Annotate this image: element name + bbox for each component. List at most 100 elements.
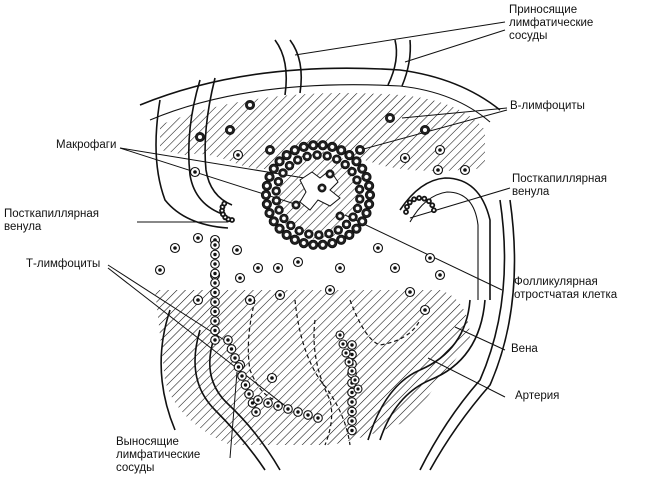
- cell-group: [154, 100, 471, 436]
- afferent-vessel-1b: [289, 39, 303, 94]
- cell-highlight: [330, 144, 335, 149]
- cell-highlight: [320, 186, 324, 190]
- cell-nucleus: [229, 347, 234, 351]
- cell-highlight: [274, 198, 279, 203]
- leader-efferent: [229, 371, 238, 459]
- afferent-vessel-2: [387, 39, 398, 86]
- cell-nucleus: [247, 392, 251, 396]
- cell-highlight: [267, 210, 272, 216]
- cell-nucleus: [350, 428, 354, 433]
- cell-highlight: [367, 202, 372, 207]
- cell-nucleus: [350, 352, 354, 357]
- cell-highlight: [223, 202, 226, 205]
- cell-highlight: [230, 218, 234, 222]
- cell-highlight: [387, 115, 393, 121]
- cell-nucleus: [436, 168, 440, 172]
- cell-nucleus: [213, 271, 217, 276]
- leader-afferent-2: [404, 29, 506, 63]
- cell-highlight: [295, 158, 300, 162]
- cell-highlight: [282, 216, 286, 221]
- cell-highlight: [197, 134, 203, 140]
- cell-nucleus: [376, 246, 380, 250]
- cell-highlight: [271, 219, 276, 224]
- cell-nucleus: [347, 360, 351, 364]
- cell-highlight: [355, 206, 360, 211]
- cell-nucleus: [438, 273, 442, 277]
- label-postcapillary-venule-left: Посткапиллярная венула: [4, 208, 100, 233]
- efferent-vessel: [194, 329, 266, 471]
- cell-highlight: [284, 153, 289, 158]
- artery-b: [429, 199, 516, 471]
- cell-nucleus: [250, 401, 255, 405]
- cell-highlight: [423, 197, 426, 200]
- right-venule-inner: [409, 191, 479, 300]
- cell-nucleus: [276, 266, 280, 270]
- medulla-boundary-1: [294, 299, 351, 446]
- efferent-vessel-2: [160, 309, 176, 431]
- cell-nucleus: [278, 293, 282, 297]
- cell-highlight: [339, 237, 344, 242]
- cell-highlight: [316, 233, 321, 237]
- cell-nucleus: [338, 333, 342, 337]
- capsule-inner: [149, 84, 491, 123]
- cell-highlight: [325, 154, 330, 158]
- cell-highlight: [221, 205, 224, 208]
- leader-b-lymph-2: [359, 109, 508, 151]
- afferent-vessel-3: [187, 79, 226, 216]
- afferent-vessel-3b: [204, 77, 233, 206]
- cell-nucleus: [356, 387, 360, 391]
- right-venule: [399, 177, 491, 300]
- cell-highlight: [294, 203, 298, 207]
- cell-nucleus: [328, 288, 332, 292]
- cell-highlight: [354, 226, 359, 231]
- leader-b-lymph-1: [401, 107, 508, 119]
- label-vein: Вена: [511, 343, 538, 355]
- artery: [419, 199, 506, 471]
- cell-highlight: [277, 208, 281, 212]
- cell-highlight: [287, 163, 292, 168]
- cell-highlight: [404, 210, 408, 214]
- leader-macrophages-2: [119, 147, 336, 184]
- cell-nucleus: [316, 416, 320, 420]
- cell-nucleus: [428, 256, 432, 260]
- cell-nucleus: [193, 170, 197, 174]
- cell-highlight: [320, 143, 325, 148]
- cell-highlight: [281, 171, 285, 175]
- cell-highlight: [432, 209, 435, 212]
- cell-highlight: [357, 187, 362, 192]
- cell-highlight: [338, 214, 342, 218]
- cell-nucleus: [344, 351, 348, 355]
- cell-highlight: [367, 192, 373, 198]
- cell-nucleus: [213, 243, 217, 247]
- label-follicular-dendritic-cell: Фолликулярная отростчатая клетка: [514, 276, 618, 301]
- cell-nucleus: [213, 300, 217, 304]
- cell-nucleus: [196, 298, 200, 302]
- cell-nucleus: [270, 376, 274, 380]
- cell-nucleus: [438, 148, 442, 152]
- cell-highlight: [427, 200, 431, 203]
- cell-nucleus: [235, 248, 239, 252]
- cell-highlight: [347, 232, 352, 237]
- cell-highlight: [431, 204, 434, 207]
- cell-nucleus: [350, 390, 354, 395]
- cell-highlight: [350, 169, 354, 174]
- cell-nucleus: [350, 369, 354, 373]
- cell-highlight: [315, 153, 320, 157]
- cell-highlight: [357, 197, 362, 201]
- label-t-lymphocytes: Т-лимфоциты: [26, 258, 101, 270]
- cell-nucleus: [393, 266, 397, 270]
- cell-highlight: [330, 241, 335, 246]
- cell-highlight: [227, 218, 230, 221]
- cell-highlight: [360, 166, 365, 171]
- cell-nucleus: [306, 413, 310, 417]
- label-postcapillary-venule-right: Посткапиллярная венула: [512, 173, 608, 198]
- label-b-lymphocytes: B-лимфоциты: [510, 100, 585, 112]
- cell-highlight: [267, 147, 273, 153]
- cell-highlight: [320, 242, 325, 247]
- cell-highlight: [336, 228, 341, 232]
- cell-nucleus: [236, 153, 240, 157]
- cell-highlight: [367, 183, 372, 188]
- cell-highlight: [357, 147, 363, 153]
- cell-nucleus: [240, 374, 244, 378]
- cell-nucleus: [236, 365, 241, 369]
